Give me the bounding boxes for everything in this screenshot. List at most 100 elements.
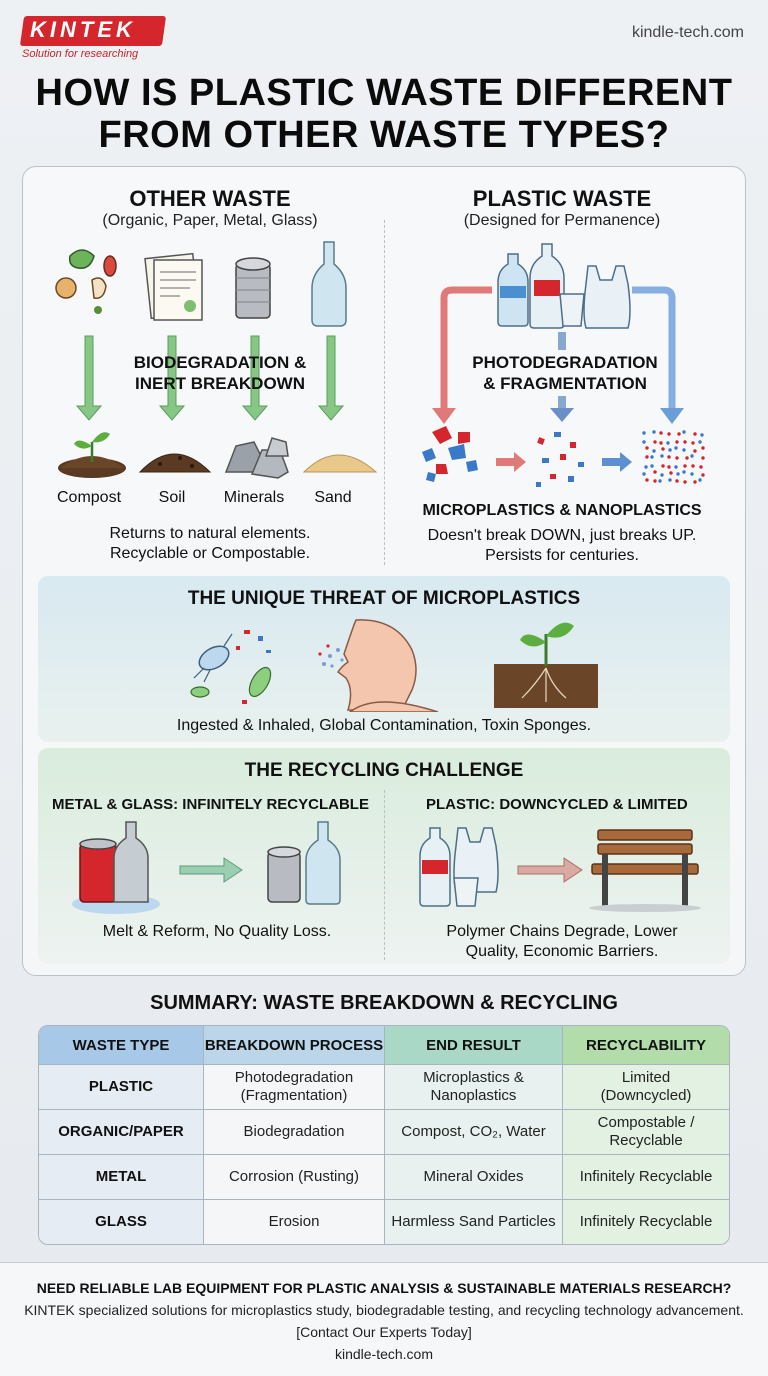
other-process-line-1: BIODEGRADATION & (133, 353, 307, 372)
title-line-2: FROM OTHER WASTE TYPES? (98, 114, 670, 156)
site-url[interactable]: kindle-tech.com (631, 24, 744, 41)
sand-pile-icon (302, 454, 378, 473)
nanoplastic-particles-icon (642, 430, 705, 484)
plastic-bag-icon (583, 265, 631, 329)
result-compost: Compost (56, 489, 122, 506)
recycling-title: THE RECYCLING CHALLENGE (244, 760, 524, 781)
table-row: ORGANIC/PAPER Biodegradation Compost, CO… (39, 1109, 729, 1154)
plastic-recycling-desc-line-1: Polymer Chains Degrade, Lower (446, 923, 678, 940)
footer-cta: NEED RELIABLE LAB EQUIPMENT FOR PLASTIC … (36, 1280, 732, 1296)
footer (0, 1262, 768, 1376)
recycling-illustration (72, 821, 701, 914)
microplastics-label: MICROPLASTICS & NANOPLASTICS (422, 502, 702, 519)
summary-title: SUMMARY: WASTE BREAKDOWN & RECYCLING (150, 992, 618, 1014)
header-waste-type: WASTE TYPE (39, 1026, 204, 1064)
logo-tagline: Solution for researching (22, 48, 139, 60)
melting-can-bottle-icon (72, 821, 160, 914)
header-recyclability: RECYCLABILITY (563, 1026, 729, 1064)
plastic-waste-illustration (422, 243, 705, 487)
plastic-recycling-description: Polymer Chains Degrade, Lower Quality, E… (392, 922, 732, 962)
result-soil: Soil (158, 489, 186, 506)
soil-pile-icon (138, 453, 212, 473)
header-breakdown-process: BREAKDOWN PROCESS (204, 1026, 385, 1064)
cell-text: Photodegradation (234, 1069, 354, 1086)
plastic-waste-subtitle: (Designed for Permanence) (463, 212, 661, 229)
small-fragments-icon (536, 432, 584, 487)
cell-type: ORGANIC/PAPER (39, 1109, 204, 1154)
soda-bottle-icon (529, 243, 565, 329)
food-scraps-icon (55, 249, 117, 314)
other-process-label: BIODEGRADATION & INERT BREAKDOWN (110, 352, 330, 394)
recycled-bottle-icon (305, 821, 341, 905)
other-waste-illustration (55, 241, 378, 479)
page-title: HOW IS PLASTIC WASTE DIFFERENT FROM OTHE… (0, 72, 768, 156)
cell-result: Harmless Sand Particles (385, 1199, 563, 1244)
section-divider (384, 220, 385, 565)
logo-text: KINTEK (30, 17, 136, 42)
cell-process: Corrosion (Rusting) (204, 1154, 385, 1199)
other-desc-line-1: Returns to natural elements. (109, 525, 311, 542)
result-minerals: Minerals (223, 489, 285, 506)
threat-description: Ingested & Inhaled, Global Contamination… (176, 717, 592, 734)
plastic-desc-line-1: Doesn't break DOWN, just breaks UP. (427, 527, 697, 544)
table-header-row: WASTE TYPE BREAKDOWN PROCESS END RESULT … (39, 1026, 729, 1064)
cell-type: PLASTIC (39, 1064, 204, 1109)
paper-document-icon (144, 252, 203, 321)
threat-title: THE UNIQUE THREAT OF MICROPLASTICS (187, 588, 581, 609)
result-sand: Sand (314, 489, 352, 506)
tin-can-icon (235, 257, 271, 319)
header-end-result: END RESULT (385, 1026, 563, 1064)
plastic-bottle-icon (497, 253, 529, 327)
summary-table: WASTE TYPE BREAKDOWN PROCESS END RESULT … (38, 1025, 730, 1245)
cell-recyclability: Limited(Downcycled) (563, 1064, 729, 1109)
title-line-1: HOW IS PLASTIC WASTE DIFFERENT (35, 72, 733, 114)
park-bench-icon (589, 829, 701, 912)
metal-glass-title: METAL & GLASS: INFINITELY RECYCLABLE (52, 796, 369, 813)
cell-text: Limited (621, 1069, 671, 1086)
cell-process: Biodegradation (204, 1109, 385, 1154)
other-waste-description: Returns to natural elements. Recyclable … (40, 524, 380, 564)
cell-text: Recyclable (609, 1132, 683, 1149)
plastic-recycling-desc-line-2: Quality, Economic Barriers. (465, 943, 659, 960)
metal-glass-description: Melt & Reform, No Quality Loss. (102, 923, 332, 940)
cell-result: Compost, CO₂, Water (385, 1109, 563, 1154)
cell-recyclability: Infinitely Recyclable (563, 1199, 729, 1244)
other-waste-title: OTHER WASTE (129, 186, 291, 211)
footer-description: KINTEK specialized solutions for micropl… (24, 1302, 744, 1318)
soil-sprout-icon (494, 622, 598, 708)
table-row: PLASTIC Photodegradation(Fragmentation) … (39, 1064, 729, 1109)
plastic-recycling-title: PLASTIC: DOWNCYCLED & LIMITED (426, 796, 688, 813)
human-inhaling-icon (318, 619, 439, 712)
cell-recyclability: Compostable /Recyclable (563, 1109, 729, 1154)
plastic-desc-line-2: Persists for centuries. (485, 547, 639, 564)
plastic-items-icon (419, 827, 499, 907)
cell-type: METAL (39, 1154, 204, 1199)
cell-process: Erosion (204, 1199, 385, 1244)
microorganisms-icon (190, 630, 272, 704)
plastic-fragments-icon (422, 426, 478, 482)
plastic-process-line-1: PHOTODEGRADATION (472, 353, 658, 372)
cell-text: Compostable / (597, 1114, 695, 1131)
threat-illustration (190, 619, 598, 712)
plastic-waste-title: PLASTIC WASTE (472, 186, 652, 211)
cell-text: Nanoplastics (430, 1087, 517, 1104)
recycled-can-icon (267, 846, 301, 903)
other-process-line-2: INERT BREAKDOWN (135, 374, 305, 393)
cell-process: Photodegradation(Fragmentation) (204, 1064, 385, 1109)
cell-result: Microplastics &Nanoplastics (385, 1064, 563, 1109)
cell-recyclability: Infinitely Recyclable (563, 1154, 729, 1199)
plastic-process-line-2: & FRAGMENTATION (483, 374, 647, 393)
footer-site-link[interactable]: kindle-tech.com (334, 1346, 434, 1362)
plastic-cup-icon (559, 293, 585, 327)
recycling-divider (384, 790, 385, 960)
table-row: GLASS Erosion Harmless Sand Particles In… (39, 1199, 729, 1244)
other-waste-subtitle: (Organic, Paper, Metal, Glass) (102, 212, 318, 229)
table-row: METAL Corrosion (Rusting) Mineral Oxides… (39, 1154, 729, 1199)
plastic-process-label: PHOTODEGRADATION & FRAGMENTATION (460, 352, 670, 394)
glass-bottle-icon (311, 241, 347, 327)
minerals-rocks-icon (224, 437, 289, 479)
cell-result: Mineral Oxides (385, 1154, 563, 1199)
other-desc-line-2: Recyclable or Compostable. (109, 545, 311, 562)
contact-link[interactable]: [Contact Our Experts Today] (296, 1324, 472, 1340)
plastic-waste-description: Doesn't break DOWN, just breaks UP. Pers… (392, 526, 732, 566)
